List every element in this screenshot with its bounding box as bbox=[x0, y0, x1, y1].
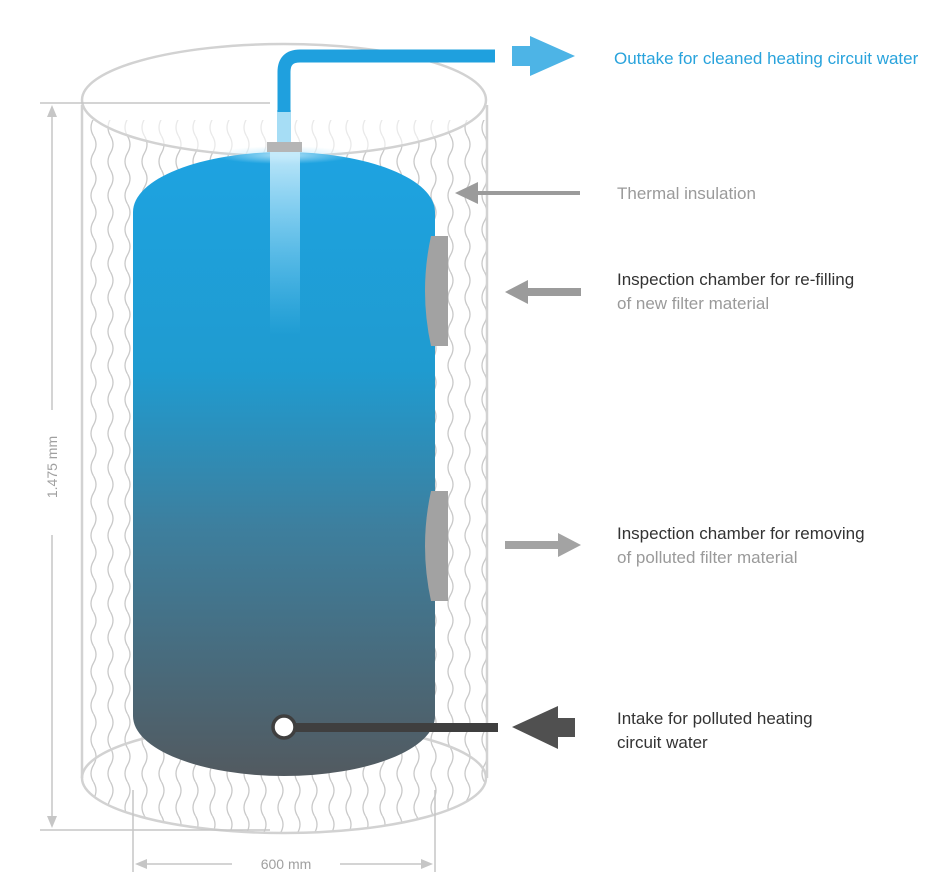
removal-arrow-icon bbox=[505, 533, 581, 557]
removal-chamber-label: Inspection chamber for removing of pollu… bbox=[617, 522, 865, 570]
remove-label-line1: Inspection chamber for removing bbox=[617, 524, 865, 543]
intake-label: Intake for polluted heating circuit wate… bbox=[617, 707, 813, 755]
refill-inspection-chamber bbox=[425, 236, 448, 346]
removal-inspection-chamber bbox=[425, 491, 448, 601]
intake-label-line2: circuit water bbox=[617, 733, 708, 752]
insulation-arrow-icon bbox=[455, 182, 580, 204]
width-arrow-left-icon bbox=[135, 859, 147, 869]
width-dimension-line bbox=[132, 790, 436, 872]
water-stream bbox=[270, 150, 300, 335]
height-arrow-top-icon bbox=[47, 105, 57, 117]
height-dimension-line bbox=[40, 102, 270, 831]
filter-tank-body bbox=[133, 146, 435, 776]
outtake-pipe bbox=[267, 49, 495, 152]
outtake-label: Outtake for cleaned heating circuit wate… bbox=[614, 49, 919, 68]
intake-arrow-icon bbox=[512, 706, 575, 749]
remove-label-line2: of polluted filter material bbox=[617, 548, 798, 567]
refill-label-line1: Inspection chamber for re-filling bbox=[617, 270, 855, 289]
intake-pipe bbox=[271, 714, 498, 740]
refill-chamber-label: Inspection chamber for re-filling of new… bbox=[617, 268, 854, 316]
outtake-arrow-icon bbox=[512, 36, 575, 76]
width-dimension-label: 600 mm bbox=[260, 856, 312, 872]
width-arrow-right-icon bbox=[421, 859, 433, 869]
refill-label-line2: of new filter material bbox=[617, 294, 770, 313]
height-dimension-label: 1.475 mm bbox=[44, 435, 60, 499]
intake-label-line1: Intake for polluted heating bbox=[617, 709, 813, 728]
height-arrow-bottom-icon bbox=[47, 816, 57, 828]
refill-arrow-icon bbox=[505, 280, 581, 304]
insulation-label: Thermal insulation bbox=[617, 184, 756, 203]
